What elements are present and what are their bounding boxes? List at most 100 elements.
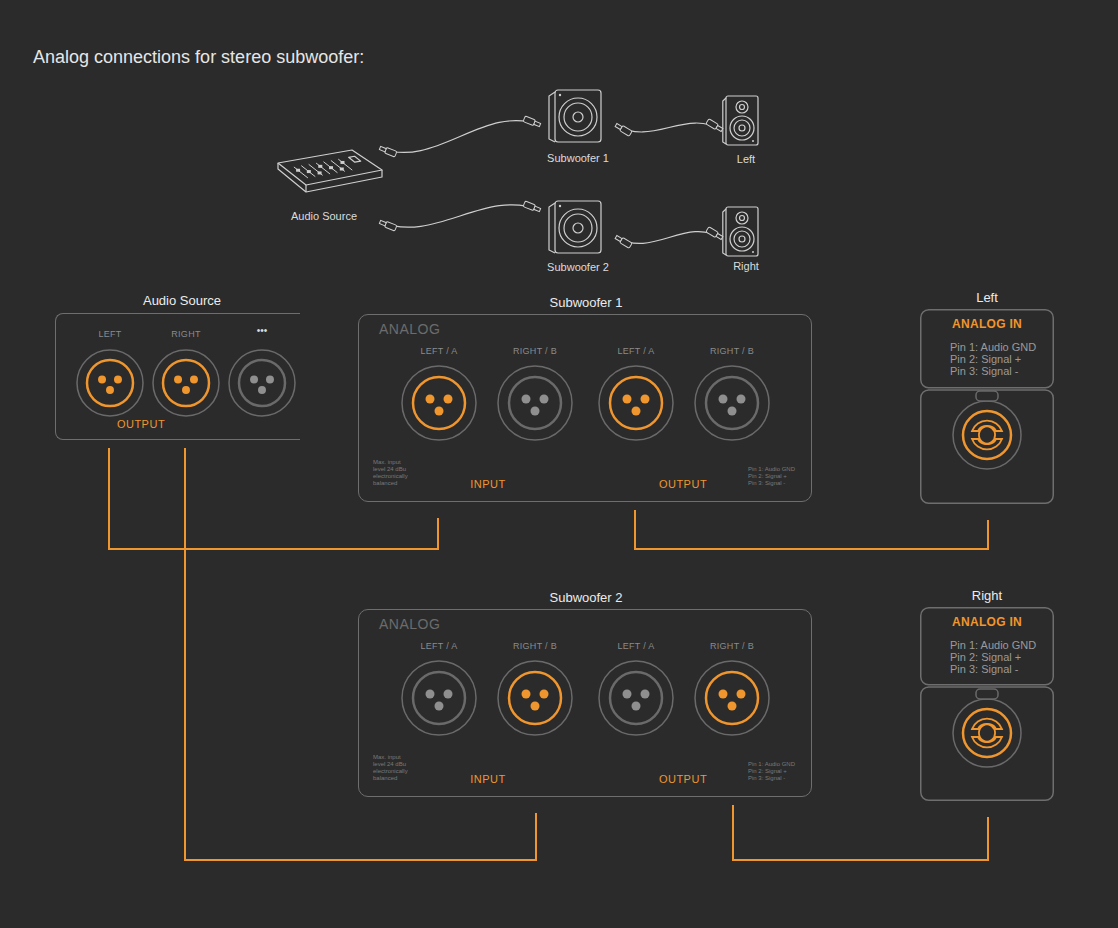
jack-socket xyxy=(963,411,1011,459)
jack-socket xyxy=(963,709,1011,757)
port-ring xyxy=(77,350,143,416)
port-pin xyxy=(174,375,182,383)
tweeter xyxy=(736,212,748,224)
jack-latch xyxy=(976,689,998,699)
subwoofer-panel: Subwoofer 2ANALOGLEFT / ARIGHT / BLEFT /… xyxy=(358,609,812,797)
port-pin xyxy=(737,690,746,699)
port-pin xyxy=(531,702,540,711)
fader-knob xyxy=(318,171,322,174)
fader-knob xyxy=(329,166,333,169)
section-label: INPUT xyxy=(448,773,528,786)
mixer-edge xyxy=(305,185,306,192)
pin-name: Pin 1: Audio GND xyxy=(950,639,1054,651)
icon-label: Audio Source xyxy=(268,210,380,223)
woofer-cone xyxy=(734,120,750,136)
signal-wire xyxy=(185,448,536,860)
tweeter-dome xyxy=(740,105,745,110)
port-pin xyxy=(522,690,531,699)
subwoofer-panel-drawing xyxy=(359,610,813,798)
port-label: RIGHT / B xyxy=(692,641,772,652)
subwoofer-panel: Subwoofer 1ANALOGLEFT / ARIGHT / BLEFT /… xyxy=(358,314,812,502)
port-socket xyxy=(509,377,561,429)
woofer-cap xyxy=(573,223,583,233)
monitor-led xyxy=(752,140,754,142)
audio-cable xyxy=(380,121,540,153)
jack-latch xyxy=(976,391,998,401)
cabinet-front xyxy=(555,201,601,253)
fader-knob xyxy=(318,165,322,168)
port-socket xyxy=(239,360,285,406)
subwoofer-icon: Subwoofer 2 xyxy=(540,197,616,279)
port-socket xyxy=(509,672,561,724)
fader-knob xyxy=(340,168,344,171)
subwoofer-panel-drawing xyxy=(359,315,813,503)
tweeter-dome xyxy=(740,216,745,221)
port-pin xyxy=(623,690,632,699)
mixer-fader xyxy=(309,164,323,175)
port-pin xyxy=(728,407,737,416)
cabinet-led xyxy=(559,205,561,207)
panel-heading: Subwoofer 1 xyxy=(496,295,676,311)
input-heading: ANALOG IN xyxy=(922,615,1052,629)
fader-knob xyxy=(296,169,300,172)
monitor-icon: Left xyxy=(722,92,770,168)
port-pin xyxy=(540,395,549,404)
port-ring xyxy=(402,661,476,735)
more-ports-mark: ••• xyxy=(232,325,292,337)
mixer-icon: Audio Source xyxy=(268,146,380,226)
port-ring xyxy=(229,350,295,416)
jack-box xyxy=(921,687,1054,800)
port-pin xyxy=(728,702,737,711)
icon-label: Subwoofer 2 xyxy=(533,261,623,274)
mixer-fader xyxy=(331,160,345,171)
port-pin xyxy=(250,375,258,383)
port-pin xyxy=(435,702,444,711)
info-box xyxy=(921,310,1054,388)
port-label: RIGHT xyxy=(156,329,216,340)
signal-wire xyxy=(109,448,438,549)
panel-heading: Subwoofer 2 xyxy=(496,590,676,606)
port-socket xyxy=(163,360,209,406)
subwoofer-icon: Subwoofer 1 xyxy=(540,86,616,168)
port-pin xyxy=(266,375,274,383)
pin-name: Pin 3: Signal - xyxy=(950,663,1054,675)
panel-label: ANALOG xyxy=(379,321,499,338)
cabinet-side xyxy=(549,92,555,142)
woofer-cap xyxy=(739,125,745,131)
woofer-cone xyxy=(734,231,750,247)
port-label: RIGHT / B xyxy=(692,346,772,357)
audio-cable xyxy=(616,123,722,132)
port-pin xyxy=(737,395,746,404)
icon-label: Subwoofer 1 xyxy=(533,152,623,165)
port-pin xyxy=(426,395,435,404)
port-pin xyxy=(258,386,266,394)
port-ring xyxy=(153,350,219,416)
spec-note: Pin 1: Audio GND xyxy=(748,466,810,473)
port-pin xyxy=(522,395,531,404)
pin-name: Pin 1: Audio GND xyxy=(950,341,1054,353)
port-label: LEFT / A xyxy=(596,346,676,357)
section-label: OUTPUT xyxy=(96,418,186,431)
port-ring xyxy=(402,366,476,440)
port-label: LEFT / A xyxy=(399,641,479,652)
spec-note: Pin 2: Signal + xyxy=(748,473,810,480)
combo-opening xyxy=(972,421,1002,450)
cabinet-front xyxy=(555,90,601,142)
port-pin xyxy=(632,407,641,416)
jack-box xyxy=(921,390,1054,503)
port-label: LEFT xyxy=(80,329,140,340)
source-panel: Audio SourceLEFTRIGHT•••OUTPUT xyxy=(55,313,300,440)
monitor-front xyxy=(726,207,758,256)
speaker-input-panel: LeftANALOG INPin 1: Audio GNDPin 2: Sign… xyxy=(920,309,1054,504)
jack-ring xyxy=(953,401,1021,469)
cabinet-led xyxy=(559,94,561,96)
woofer-cap xyxy=(739,236,745,242)
icon-label: Right xyxy=(716,260,776,273)
signal-wire xyxy=(733,805,988,860)
port-socket xyxy=(87,360,133,406)
panel-heading: Left xyxy=(937,290,1037,306)
monitor-led xyxy=(752,251,754,253)
speaker-input-panel-drawing xyxy=(920,607,1054,801)
mixer-side xyxy=(278,163,382,192)
